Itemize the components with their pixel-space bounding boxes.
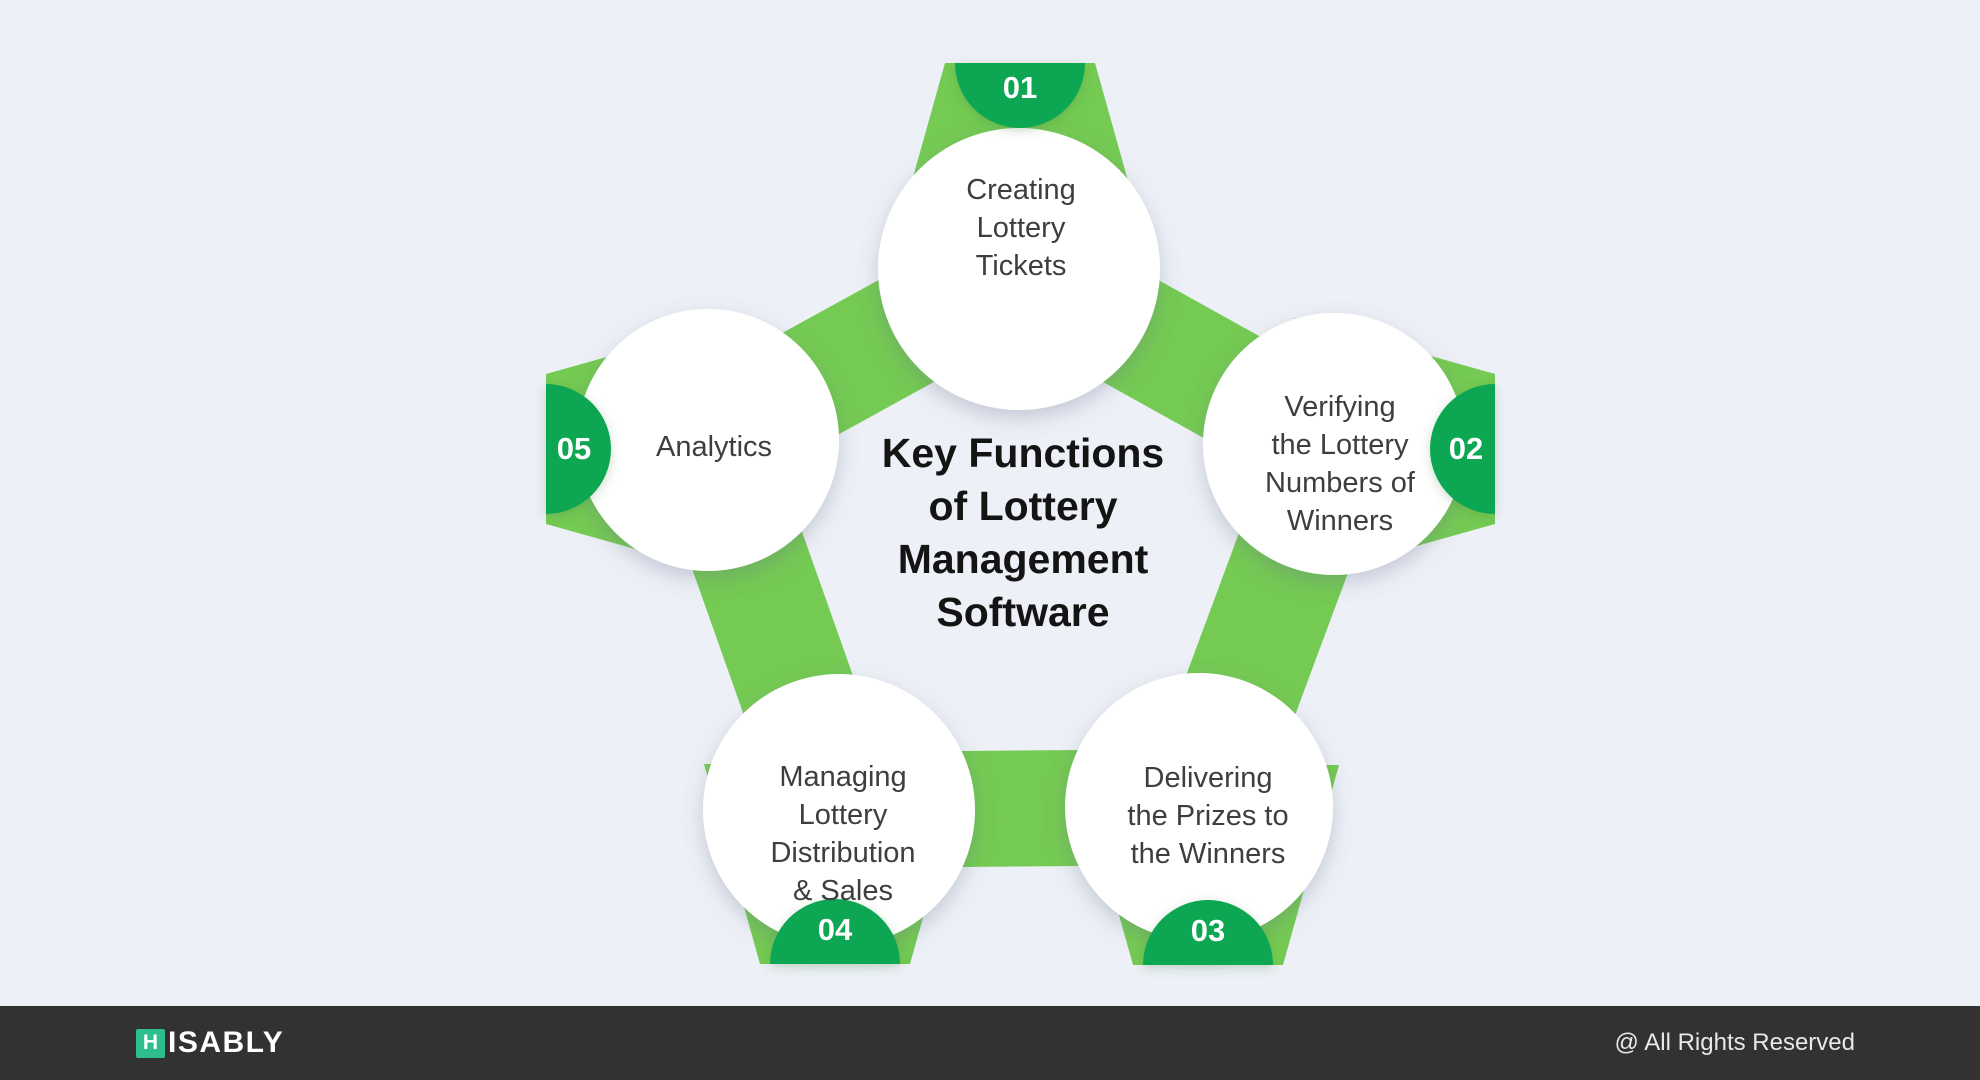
node-label-02: Verifying the Lottery Numbers of Winners — [1265, 388, 1415, 540]
brand-logo: H ISABLY — [136, 1026, 284, 1060]
node-circle-03 — [1065, 673, 1333, 941]
node-circle-01 — [878, 128, 1160, 410]
label-line: Analytics — [655, 431, 773, 463]
title-line: Management — [897, 536, 1149, 582]
badge-number-05: 05 — [556, 431, 592, 466]
badge-04 — [770, 899, 900, 964]
label-line: Creating — [966, 174, 1076, 206]
badge-number-03: 03 — [1190, 913, 1226, 948]
node-circle-04 — [703, 674, 975, 946]
badge-number-02: 02 — [1448, 431, 1484, 466]
badge-01 — [955, 63, 1085, 128]
copyright-text: @ All Rights Reserved — [1614, 1029, 1855, 1056]
title-line: Key Functions — [881, 430, 1165, 476]
diagram-title: Key Functions of Lottery Management Soft… — [882, 427, 1164, 639]
badge-03 — [1143, 900, 1273, 965]
footer-bar: H ISABLY @ All Rights Reserved — [0, 1006, 1980, 1080]
label-line: the Lottery — [1271, 429, 1409, 461]
node-label-03: Delivering the Prizes to the Winners — [1127, 759, 1288, 873]
label-line: Distribution — [770, 837, 916, 869]
badge-number-04: 04 — [817, 912, 853, 947]
node-label-04: Managing Lottery Distribution & Sales — [770, 758, 915, 910]
badge-02 — [1430, 384, 1495, 514]
label-line: & Sales — [793, 875, 893, 907]
node-label-05: Analytics — [656, 428, 772, 466]
label-line: Tickets — [975, 250, 1067, 282]
badge-05 — [546, 384, 611, 514]
node-label-01: Creating Lottery Tickets — [966, 171, 1076, 285]
label-line: Winners — [1286, 505, 1394, 537]
title-line: Software — [936, 589, 1110, 635]
brand-name: ISABLY — [168, 1026, 285, 1059]
label-line: Lottery — [976, 212, 1066, 244]
label-line: Delivering — [1143, 762, 1273, 794]
brand-initial-badge: H — [136, 1028, 165, 1058]
label-line: the Winners — [1130, 838, 1286, 870]
label-line: Managing — [779, 761, 907, 793]
node-circle-02 — [1203, 313, 1465, 575]
badge-number-01: 01 — [1002, 70, 1038, 105]
title-line: of Lottery — [928, 483, 1118, 529]
node-circle-05 — [577, 309, 839, 571]
label-line: Lottery — [798, 799, 888, 831]
label-line: the Prizes to — [1127, 800, 1289, 832]
label-line: Numbers of — [1265, 467, 1415, 499]
label-line: Verifying — [1284, 391, 1396, 423]
